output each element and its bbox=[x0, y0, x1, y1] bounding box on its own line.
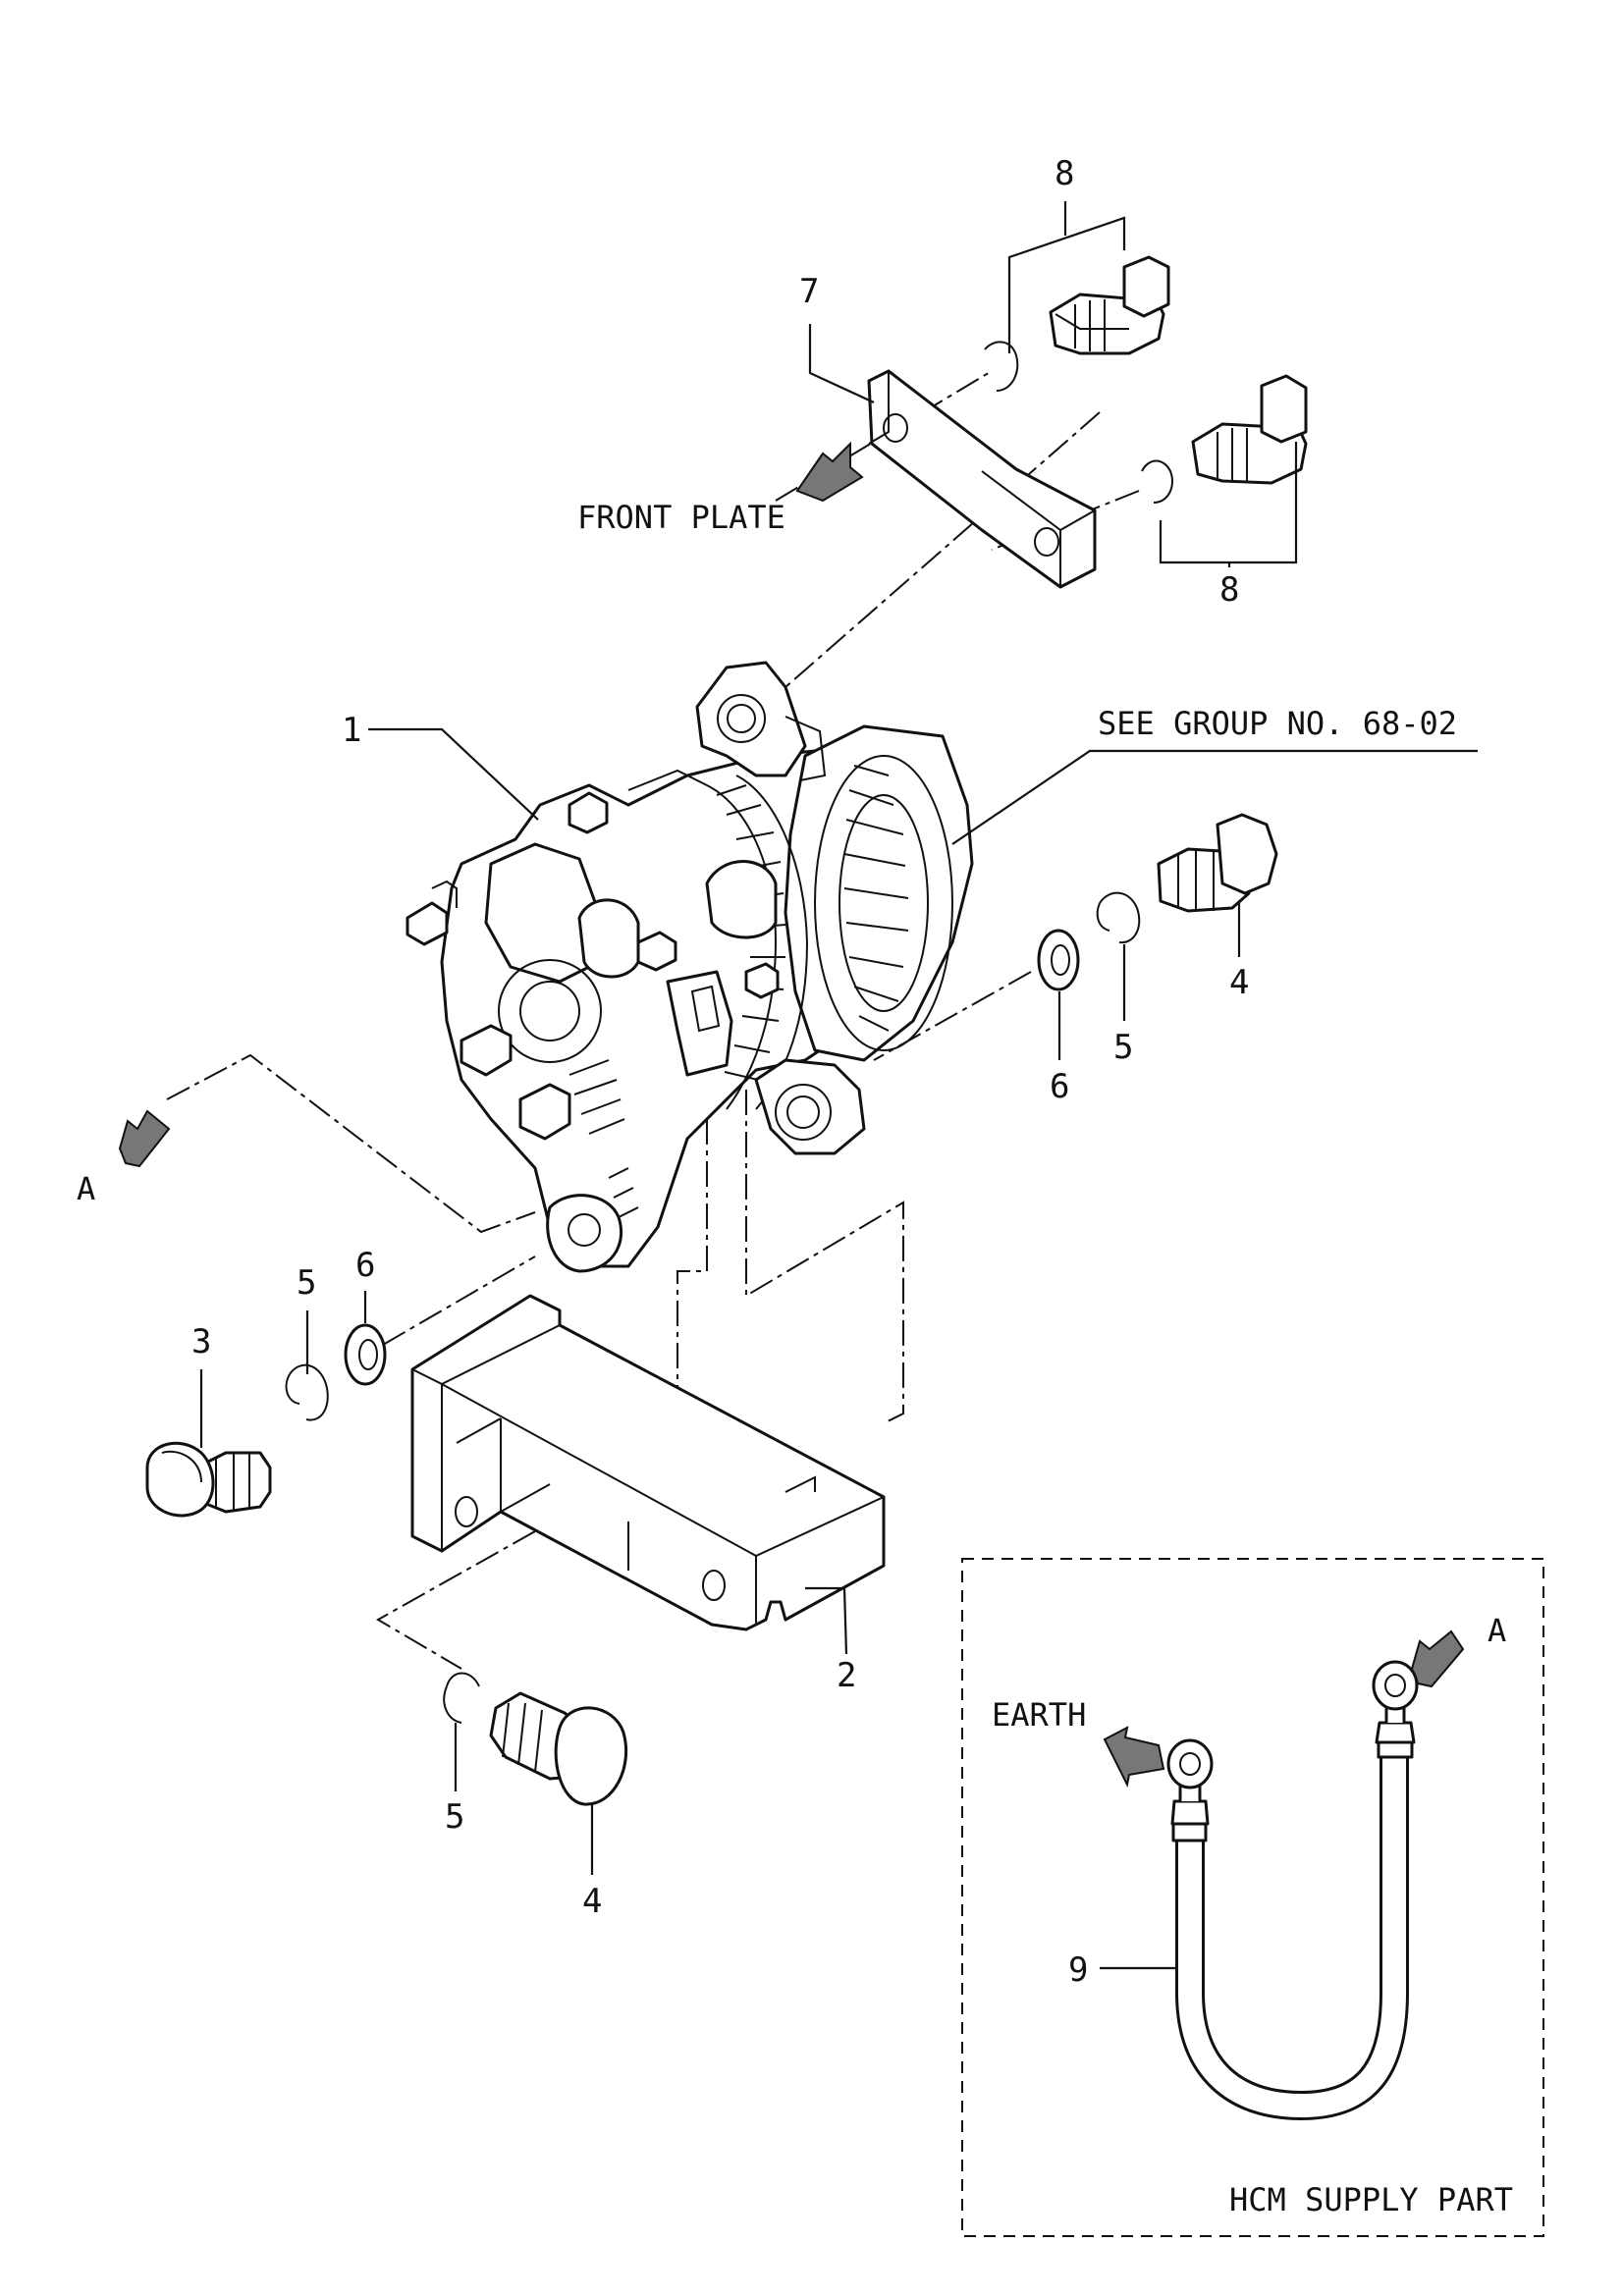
callout-2: 2 bbox=[837, 1656, 856, 1695]
callout-6-left: 6 bbox=[355, 1246, 375, 1285]
labels: FRONT PLATE SEE GROUP NO. 68-02 A A EART… bbox=[77, 499, 1513, 2218]
callout-5-left: 5 bbox=[297, 1263, 316, 1303]
callout-3: 3 bbox=[191, 1322, 211, 1362]
callout-5-right: 5 bbox=[1113, 1028, 1133, 1067]
leader-lines bbox=[199, 201, 1478, 1970]
view-a-arrow-right-icon bbox=[1410, 1629, 1465, 1688]
callout-8-top: 8 bbox=[1055, 154, 1074, 193]
callouts: 1 2 3 4 4 5 5 5 6 6 7 8 8 9 bbox=[191, 154, 1249, 1990]
front-plate-arrow-icon bbox=[795, 441, 864, 503]
earth-label: EARTH bbox=[992, 1696, 1086, 1734]
hcm-supply-box bbox=[961, 1558, 1544, 2237]
callout-4-bottom: 4 bbox=[582, 1882, 602, 1921]
callout-7: 7 bbox=[799, 272, 819, 311]
front-plate-bracket bbox=[867, 369, 1097, 589]
washer-5-right bbox=[1096, 891, 1141, 944]
bolt-8-lower bbox=[1141, 374, 1308, 504]
callout-8-bottom: 8 bbox=[1219, 570, 1239, 610]
callout-5-bottom: 5 bbox=[445, 1797, 464, 1837]
callout-4-right: 4 bbox=[1229, 963, 1249, 1002]
washer-5-bottom bbox=[443, 1672, 480, 1724]
mounting-bracket bbox=[410, 1294, 886, 1631]
hcm-supply-label: HCM SUPPLY PART bbox=[1229, 2181, 1513, 2218]
view-a-arrow-left-icon bbox=[118, 1109, 171, 1168]
bolt-3 bbox=[145, 1441, 272, 1518]
earth-arrow-icon bbox=[1103, 1726, 1165, 1789]
see-group-label: SEE GROUP NO. 68-02 bbox=[1098, 705, 1457, 742]
washer-6-left bbox=[344, 1323, 387, 1386]
alternator bbox=[406, 661, 974, 1273]
callout-9: 9 bbox=[1068, 1950, 1088, 1990]
view-a-label-right: A bbox=[1488, 1612, 1506, 1649]
bolt-4-bottom bbox=[489, 1691, 628, 1806]
washer-6-right bbox=[1037, 929, 1080, 991]
callout-1: 1 bbox=[342, 711, 361, 750]
callout-6-right: 6 bbox=[1050, 1067, 1069, 1106]
earth-cable bbox=[1166, 1660, 1419, 2121]
front-plate-label: FRONT PLATE bbox=[577, 499, 785, 536]
view-a-label-left: A bbox=[77, 1170, 95, 1207]
bolt-8-upper bbox=[984, 255, 1170, 392]
washer-5-left bbox=[285, 1363, 329, 1421]
bolt-4-right bbox=[1157, 813, 1278, 913]
